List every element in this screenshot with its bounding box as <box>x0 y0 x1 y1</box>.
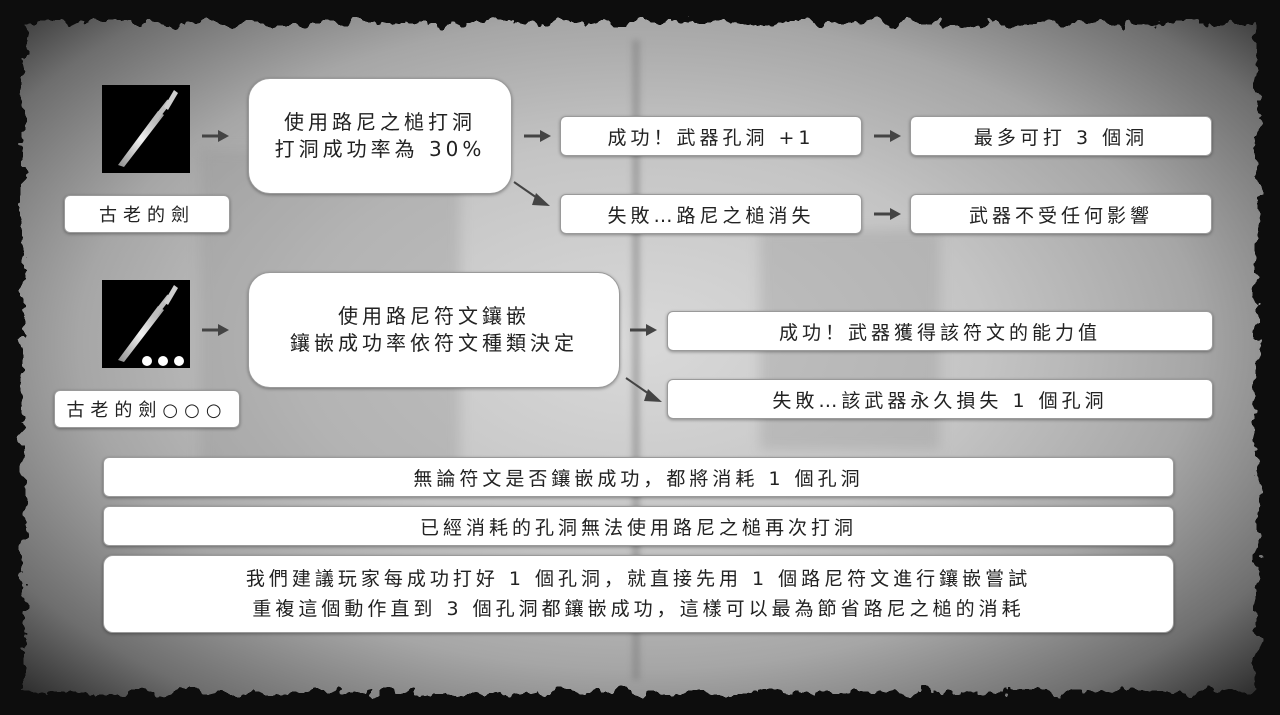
note-weapon-unaffected: 武器不受任何影響 <box>910 194 1212 234</box>
note-no-reopen: 已經消耗的孔洞無法使用路尼之槌再次打洞 <box>103 506 1174 546</box>
item-label-ancient-sword-sockets: 古老的劍○○○ <box>54 390 240 428</box>
arrow-right-icon <box>524 130 551 142</box>
tip-line: 重複這個動作直到 3 個孔洞都鑲嵌成功，這樣可以最為節省路尼之槌的消耗 <box>252 598 1025 620</box>
arrow-right-icon <box>630 324 657 336</box>
item-label-ancient-sword: 古老的劍 <box>64 195 230 233</box>
tip-panel: 我們建議玩家每成功打好 1 個孔洞，就直接先用 1 個路尼符文進行鑲嵌嘗試 重複… <box>103 555 1174 633</box>
dagger-icon <box>102 280 190 368</box>
arrow-down-right-icon <box>625 377 662 402</box>
dagger-icon <box>102 85 190 173</box>
action-line: 使用路尼之槌打洞 <box>284 110 476 134</box>
arrow-right-icon <box>202 324 229 336</box>
result-success-hole: 成功！武器孔洞 +1 <box>560 116 862 156</box>
arrow-right-icon <box>874 130 901 142</box>
arrow-down-right-icon <box>513 181 550 206</box>
result-fail-socket-lost: 失敗…該武器永久損失 1 個孔洞 <box>667 379 1213 419</box>
arrow-right-icon <box>874 208 901 220</box>
socket-dots <box>142 356 184 366</box>
note-max-holes: 最多可打 3 個洞 <box>910 116 1212 156</box>
arrow-right-icon <box>202 130 229 142</box>
note-socket-consumed: 無論符文是否鑲嵌成功，都將消耗 1 個孔洞 <box>103 457 1174 497</box>
result-success-rune: 成功！武器獲得該符文的能力值 <box>667 311 1213 351</box>
result-fail-hammer-lost: 失敗…路尼之槌消失 <box>560 194 862 234</box>
tip-line: 我們建議玩家每成功打好 1 個孔洞，就直接先用 1 個路尼符文進行鑲嵌嘗試 <box>245 568 1032 590</box>
action-line: 鑲嵌成功率依符文種類決定 <box>290 331 578 355</box>
action-line: 使用路尼符文鑲嵌 <box>338 304 530 328</box>
action-drill-hole: 使用路尼之槌打洞 打洞成功率為 30% <box>248 78 512 194</box>
action-socket-rune: 使用路尼符文鑲嵌 鑲嵌成功率依符文種類決定 <box>248 272 620 388</box>
action-line: 打洞成功率為 30% <box>274 137 486 161</box>
